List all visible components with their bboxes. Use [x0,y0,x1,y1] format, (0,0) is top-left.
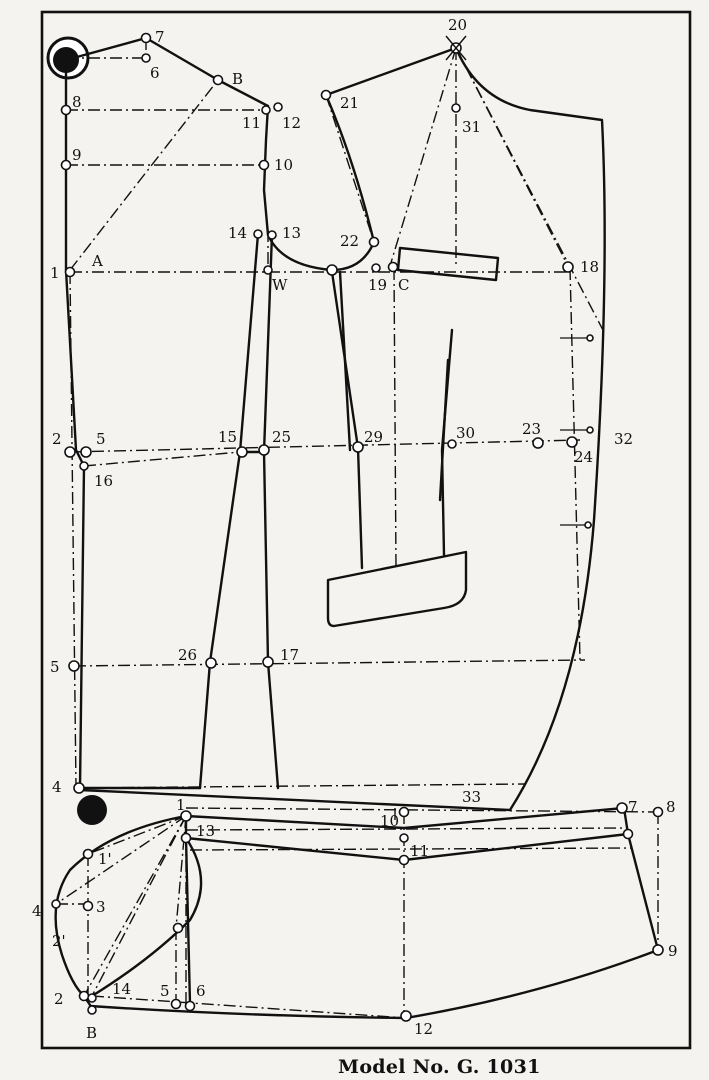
frame [40,10,692,1050]
label-14: 14 [228,224,247,242]
sleeve-label-13: 13 [196,822,215,840]
label-4: 4 [52,778,62,796]
label-7: 7 [155,28,165,46]
label-33: 33 [462,788,481,806]
sleeve-label-12: 12 [414,1020,433,1038]
label-26: 26 [178,646,197,664]
label-17: 17 [280,646,299,664]
sleeve-label-8: 8 [666,798,676,816]
sleeve-label-14: 14 [112,980,131,998]
label-21: 21 [340,94,359,112]
label-5b: 5 [50,658,60,676]
label-18: 18 [580,258,599,276]
body-labels: 7 6 B 8 11 12 9 10 14 13 1 A W 21 20 31 … [50,16,633,806]
label-12: 12 [282,114,301,132]
model-caption: Model No. G. 1031 [338,1056,541,1078]
label-5: 5 [96,430,106,448]
label-31: 31 [462,118,481,136]
sleeve-label-2: 2 [54,990,64,1008]
label-30: 30 [456,424,475,442]
sleeve-label-9: 9 [668,942,678,960]
label-B: B [232,70,243,88]
label-11: 11 [242,114,261,132]
label-25: 25 [272,428,291,446]
sleeve-label-2-prime: 2' [52,932,66,950]
sleeve-label-6: 6 [196,982,206,1000]
label-6: 6 [150,64,160,82]
label-C: C [398,276,409,294]
label-20: 20 [448,16,467,34]
back-panel-outline [64,36,334,790]
label-29: 29 [364,428,383,446]
label-10: 10 [274,156,293,174]
sleeve-label-3: 3 [96,898,106,916]
label-32: 32 [614,430,633,448]
sleeve-label-11: 11 [410,842,429,860]
label-A: A [91,252,103,270]
sleeve-labels: 1 1' 13 10 11 7 8 4 3 2' 2 14 5 6 B 12 9 [32,796,678,1042]
label-22: 22 [340,232,359,250]
punch-hole-middle [77,795,107,825]
sleeve-label-10: 10 [380,812,399,830]
body-points [60,32,578,794]
sleeve-label-7: 7 [628,798,638,816]
label-19: 19 [368,276,387,294]
sleeve-label-B: B [86,1024,97,1042]
label-15: 15 [218,428,237,446]
sleeve-label-1: 1 [176,796,186,814]
label-W: W [272,276,288,294]
label-24: 24 [574,448,593,466]
label-1: 1 [50,264,60,282]
label-16: 16 [94,472,113,490]
label-2: 2 [52,430,62,448]
label-8: 8 [72,93,82,111]
sleeve-outline [54,806,660,1020]
sleeve-label-4: 4 [32,902,42,920]
label-23: 23 [522,420,541,438]
sleeve-points [51,802,664,1022]
sleeve-construction-lines [55,807,659,1019]
sleeve-label-1-prime: 1' [98,850,112,868]
sleeve-label-5: 5 [160,982,170,1000]
label-13: 13 [282,224,301,242]
label-9: 9 [72,146,82,164]
